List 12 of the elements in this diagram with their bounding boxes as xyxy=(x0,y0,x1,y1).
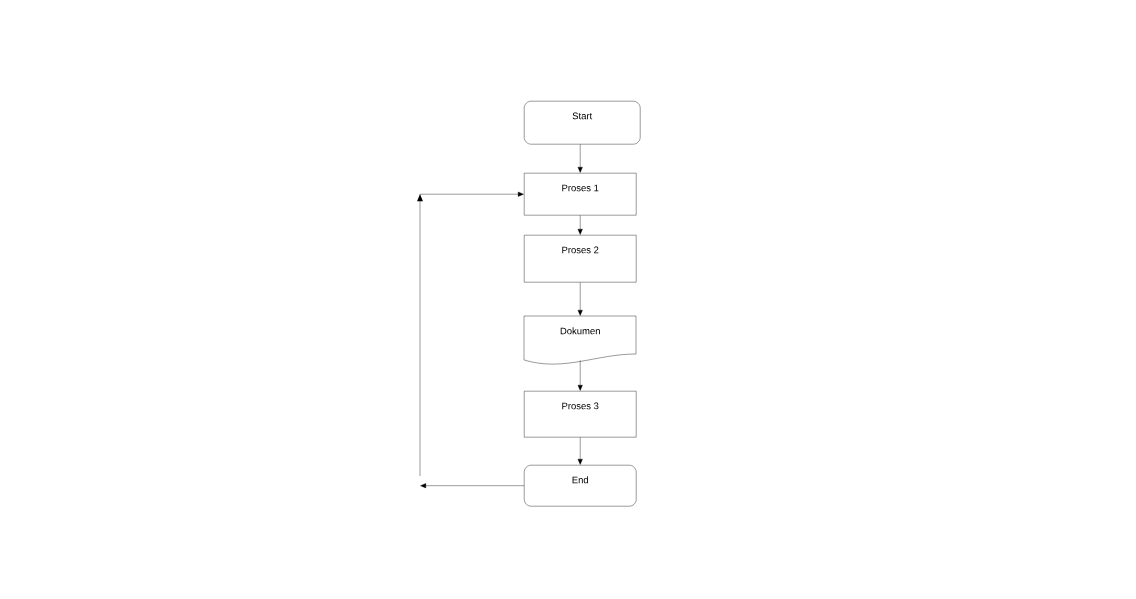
process-box: Proses 2 xyxy=(524,235,637,283)
arrow xyxy=(417,191,524,477)
terminal-box: End xyxy=(524,465,637,507)
arrow xyxy=(577,215,583,235)
arrow xyxy=(420,483,525,489)
arrow xyxy=(577,360,583,391)
arrow xyxy=(577,282,583,316)
process-box: Proses 1 xyxy=(524,173,637,216)
arrow xyxy=(577,144,583,173)
process-box: Proses 3 xyxy=(524,391,637,438)
terminal-box: Start xyxy=(524,101,641,145)
arrow xyxy=(577,437,583,465)
